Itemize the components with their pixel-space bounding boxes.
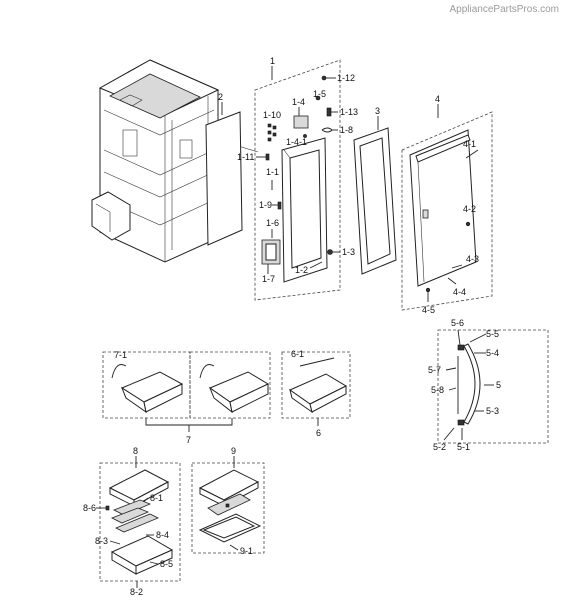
label-1-4-1: 1-4-1 (286, 137, 307, 147)
label-4-2: 4-2 (463, 204, 476, 214)
label-5-1: 5-1 (457, 442, 470, 452)
label-5-6: 5-6 (451, 318, 464, 328)
label-8-6: 8-6 (83, 503, 96, 513)
label-1-11: 1-11 (237, 152, 254, 162)
part-6-bin: 6-1 6 (281, 349, 351, 438)
label-7-1: 7-1 (114, 350, 127, 360)
part-1-door-assembly: 1 1-12 1-5 1-13 1-4 1-10 1-8 1-4-1 1-11 … (237, 56, 358, 301)
label-4-5: 4-5 (422, 305, 435, 315)
label-1-5: 1-5 (313, 89, 326, 99)
label-1-1: 1-1 (266, 167, 279, 177)
part-7-door-bins: 7-1 7 (102, 350, 271, 445)
label-6: 6 (316, 428, 321, 438)
label-1-9: 1-9 (259, 200, 272, 210)
label-4-1: 4-1 (463, 139, 476, 149)
watermark-text: AppliancePartsPros.com (449, 4, 560, 15)
label-5-2: 5-2 (433, 442, 446, 452)
label-8: 8 (133, 446, 138, 456)
label-2: 2 (218, 92, 223, 102)
label-8-2: 8-2 (130, 587, 143, 597)
label-1-13: 1-13 (340, 107, 358, 117)
label-4-3: 4-3 (466, 254, 479, 264)
part-9-drawer: 9 9-1 (191, 446, 265, 556)
label-5: 5 (496, 380, 501, 390)
label-1-8: 1-8 (340, 125, 353, 135)
label-8-4: 8-4 (156, 530, 169, 540)
refrigerator-cabinet (91, 59, 259, 263)
part-4-door-outer: 4 4-1 4-2 4-3 4-4 4-5 (401, 94, 493, 315)
label-1-10: 1-10 (263, 110, 281, 120)
label-1-6: 1-6 (266, 218, 279, 228)
label-1-7: 1-7 (262, 274, 275, 284)
label-3: 3 (375, 106, 380, 116)
label-1-3: 1-3 (342, 247, 355, 257)
label-9: 9 (231, 446, 236, 456)
label-1: 1 (270, 56, 275, 66)
label-5-8: 5-8 (431, 385, 444, 395)
label-5-7: 5-7 (428, 365, 441, 375)
label-1-2: 1-2 (295, 265, 308, 275)
label-9-1: 9-1 (240, 546, 253, 556)
part-8-drawer-assembly: 8 8-1 8-6 8-3 8-4 8-5 8-2 (83, 446, 181, 597)
part-3-gasket: 3 (353, 106, 397, 275)
label-5-3: 5-3 (486, 406, 499, 416)
label-5-5: 5-5 (486, 329, 499, 339)
label-4: 4 (435, 94, 440, 104)
label-6-1: 6-1 (291, 349, 304, 359)
label-8-1: 8-1 (150, 493, 163, 503)
label-1-12: 1-12 (337, 73, 355, 83)
label-1-4: 1-4 (292, 97, 305, 107)
label-8-3: 8-3 (95, 536, 108, 546)
part-2-panel: 2 (205, 92, 243, 246)
label-4-4: 4-4 (453, 287, 466, 297)
label-8-5: 8-5 (160, 559, 173, 569)
label-7: 7 (186, 435, 191, 445)
label-5-4: 5-4 (486, 348, 499, 358)
part-5-handle: 5-6 5-5 5-4 5-7 5-8 5 5-3 5-2 5-1 (428, 318, 549, 452)
